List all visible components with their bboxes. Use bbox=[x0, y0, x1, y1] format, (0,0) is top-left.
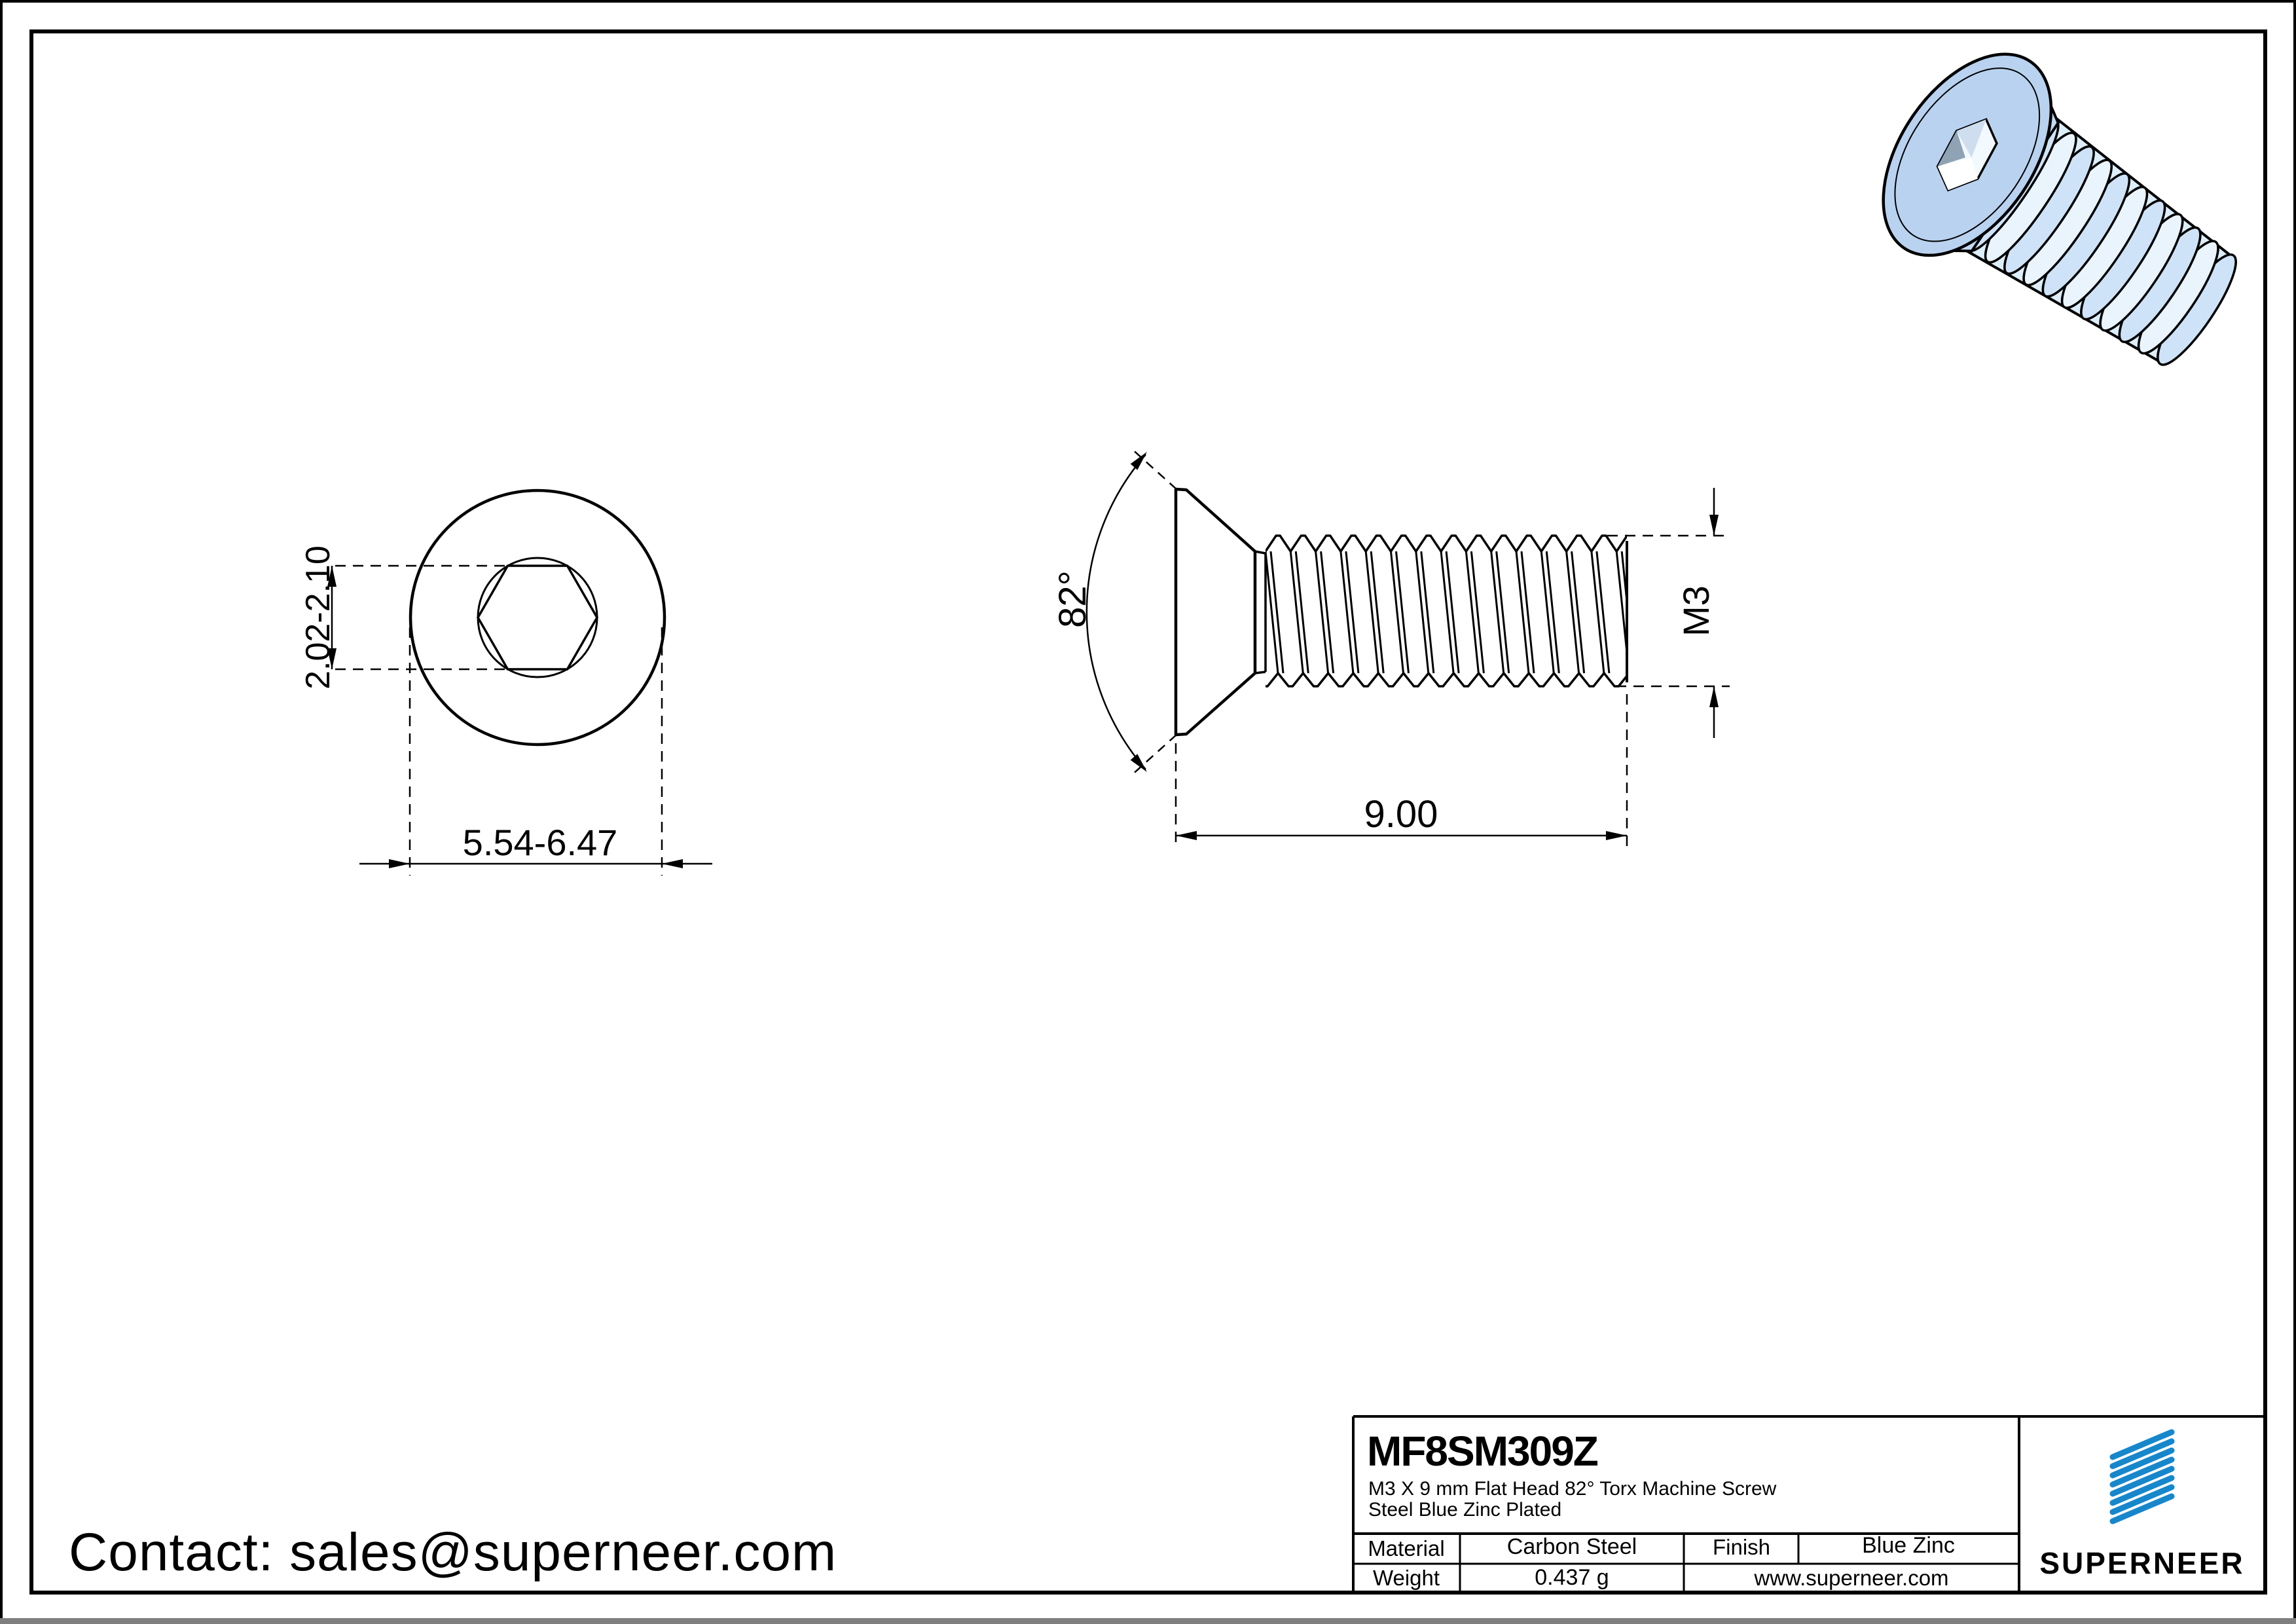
arrow-up-icon bbox=[1709, 686, 1719, 707]
thread-profile bbox=[1266, 534, 1627, 688]
dim-socket-width-label: 2.02-2.10 bbox=[299, 545, 337, 690]
head-outline-circle bbox=[409, 489, 666, 747]
part-description-line1: M3 X 9 mm Flat Head 82° Torx Machine Scr… bbox=[1368, 1478, 1777, 1500]
website-link[interactable]: www.superneer.com bbox=[1753, 1566, 1948, 1590]
dim-socket-width bbox=[331, 564, 567, 671]
arrow-left-icon bbox=[1176, 831, 1197, 840]
socket-hexagon bbox=[476, 564, 599, 671]
dim-length-label: 9.00 bbox=[1364, 793, 1438, 836]
arc-arrow-top-icon bbox=[1130, 452, 1147, 470]
weight-label: Weight bbox=[1373, 1566, 1440, 1590]
part-description-line2: Steel Blue Zinc Plated bbox=[1368, 1499, 1561, 1521]
finish-value: Blue Zinc bbox=[1862, 1533, 1955, 1558]
material-label: Material bbox=[1368, 1536, 1444, 1560]
title-block: MF8SM309Z M3 X 9 mm Flat Head 82° Torx M… bbox=[1352, 1415, 2265, 1593]
socket-circle bbox=[477, 557, 598, 678]
arc-arrow-bottom-icon bbox=[1130, 754, 1147, 772]
superneer-logo-icon bbox=[2109, 1429, 2175, 1524]
arrow-right-icon bbox=[389, 859, 410, 868]
dim-length bbox=[1175, 694, 1628, 846]
dim-head-diameter bbox=[359, 627, 712, 876]
screw-3d-render bbox=[1882, 52, 2237, 366]
contact-email[interactable]: Contact: sales@superneer.com bbox=[69, 1522, 837, 1582]
dim-thread-spec-label: M3 bbox=[1675, 585, 1717, 637]
drawing-frame bbox=[29, 29, 2267, 1595]
dim-head-diameter-label: 5.54-6.47 bbox=[463, 822, 618, 863]
arrow-left-icon bbox=[662, 859, 683, 868]
bottom-bar bbox=[0, 1618, 2296, 1624]
side-view: 82° M3 9.00 bbox=[1051, 447, 1730, 846]
arrow-up-icon bbox=[327, 566, 337, 587]
dim-head-angle-label: 82° bbox=[1051, 570, 1094, 628]
arrow-down-icon bbox=[1709, 515, 1719, 536]
screw-head-profile bbox=[1174, 487, 1257, 737]
weight-value: 0.437 g bbox=[1535, 1565, 1609, 1590]
dim-head-angle: 82° bbox=[1051, 447, 1177, 777]
arrow-down-icon bbox=[327, 648, 337, 669]
front-view: 2.02-2.10 5.54-6.47 bbox=[299, 489, 712, 876]
material-value: Carbon Steel bbox=[1507, 1534, 1637, 1559]
arrow-right-icon bbox=[1606, 831, 1627, 840]
part-number: MF8SM309Z bbox=[1367, 1428, 1598, 1475]
finish-label: Finish bbox=[1713, 1535, 1770, 1559]
brand-name: SUPERNEER bbox=[2039, 1546, 2244, 1580]
